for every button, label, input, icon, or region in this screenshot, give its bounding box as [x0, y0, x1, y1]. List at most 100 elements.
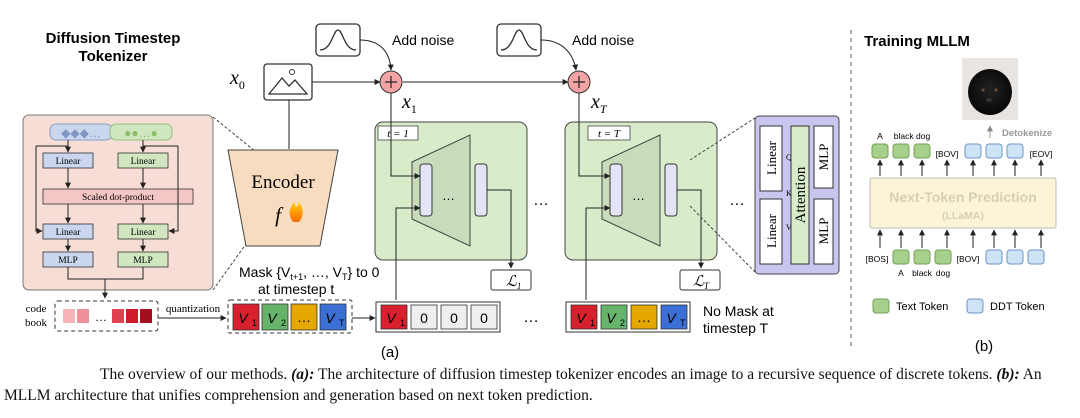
- ellipsis-glyph: …: [95, 310, 107, 324]
- ellipsis-glyph: …: [523, 309, 539, 326]
- mlp-label: MLP: [816, 144, 831, 171]
- caption-b-label: (b):: [996, 366, 1020, 383]
- unet-layer: [419, 163, 433, 217]
- llama-label: (LLaMA): [942, 210, 984, 222]
- svg-text:V: V: [576, 310, 587, 326]
- svg-text:2: 2: [620, 318, 625, 328]
- x0-label: x0: [229, 67, 245, 92]
- v-label: V: [786, 223, 792, 232]
- svg-text:V: V: [666, 310, 677, 326]
- attention-block: [790, 125, 810, 265]
- t1-label: t = 1: [387, 128, 408, 140]
- key-input-pill: [109, 123, 173, 141]
- unet-layer: [474, 163, 488, 217]
- caption-a-label: (a):: [291, 366, 315, 383]
- mllm-title: Training MLLM: [864, 33, 970, 50]
- top-token-arrows: [877, 159, 1044, 176]
- svg-text:2: 2: [281, 318, 286, 328]
- encoder-f: f: [275, 203, 284, 227]
- code-entry: [112, 309, 124, 323]
- svg-text:0: 0: [420, 310, 428, 326]
- panel-arrows: [35, 140, 179, 299]
- loss-1-label: ℒ1: [506, 274, 521, 291]
- zoom-line: [689, 205, 756, 273]
- top-label-a: A: [877, 131, 883, 141]
- ellipsis-glyph: …: [729, 192, 745, 209]
- code-entry: [77, 309, 89, 323]
- token-v1: [232, 303, 260, 331]
- x1-label: x1: [401, 91, 417, 116]
- label-a: (a): [381, 344, 399, 361]
- mask-note: Mask {Vt+1, …, VT} to 0 at timestep t: [239, 264, 380, 297]
- svg-text:T: T: [680, 318, 686, 328]
- dog-shape: [968, 69, 1012, 115]
- masked-token: [470, 304, 498, 330]
- svg-text:…: …: [637, 309, 651, 325]
- k-label: K: [786, 189, 792, 198]
- codebook-label: code: [26, 303, 47, 315]
- attention-label: Attention: [793, 166, 809, 223]
- mlp-label: MLP: [58, 256, 78, 266]
- q-label: Q: [786, 153, 792, 162]
- top-label-eov: [EOV]: [1030, 149, 1053, 159]
- label-b: (b): [975, 338, 993, 355]
- masked-token: [440, 304, 468, 330]
- svg-text:…: …: [297, 309, 311, 325]
- ellipsis-glyph: …: [632, 188, 645, 203]
- add-noise-label-2: Add noise: [572, 32, 634, 48]
- mlp-block: [813, 125, 834, 189]
- code-entry: [140, 309, 152, 323]
- figure-caption: The overview of our methods. (a): The ar…: [4, 364, 1076, 406]
- mlp-label: MLP: [816, 218, 831, 245]
- cond-into-block: [395, 205, 421, 300]
- unet-layer: [609, 163, 623, 217]
- token-ellipsis: [290, 303, 318, 331]
- codebook-label: book: [25, 317, 48, 329]
- block-out-arrow-T: [677, 189, 704, 269]
- xT-label: xT: [590, 91, 608, 116]
- bottom-label-black: black: [912, 268, 933, 278]
- bottom-label-dog: dog: [936, 268, 950, 278]
- no-mask-line-2: timestep T: [703, 320, 769, 336]
- top-tokens: [871, 143, 1024, 159]
- mlp-block: [813, 198, 834, 265]
- linear-q: [759, 125, 783, 192]
- diamond-icon: ◆◆◆…: [61, 126, 101, 140]
- add-noise-label: Add noise: [392, 32, 454, 48]
- tokenizer-title: Diffusion Timestep: [46, 30, 181, 47]
- unet-shape: [411, 134, 471, 247]
- caption-intro: The overview of our methods.: [100, 366, 288, 383]
- t1-badge: [377, 125, 419, 141]
- linear-v: [759, 198, 783, 265]
- mask-line-1: Mask {Vt+1, …, VT} to 0: [239, 264, 380, 282]
- token-v1: [570, 304, 598, 330]
- svg-text:V: V: [238, 310, 249, 326]
- legend-text-label: Text Token: [896, 301, 948, 313]
- encoder-trapezoid: [227, 149, 339, 247]
- token-v1: [380, 304, 408, 330]
- detokenize-label: Detokenize: [1002, 128, 1052, 139]
- mlp-label: MLP: [133, 256, 153, 266]
- svg-text:V: V: [267, 310, 278, 326]
- token-v2: [600, 304, 628, 330]
- svg-text:1: 1: [590, 318, 595, 328]
- bottom-tokens: [892, 249, 1045, 265]
- token-v2: [261, 303, 289, 331]
- gaussian-icon-2: [496, 23, 542, 57]
- token-vt: [660, 304, 688, 330]
- legend-ddt-swatch: [966, 298, 984, 314]
- token-seq-box: [227, 299, 353, 334]
- xT-into-block: [578, 93, 611, 179]
- legend-ddt-label: DDT Token: [990, 301, 1045, 313]
- fire-icon: [289, 202, 303, 222]
- code-entry: [126, 309, 138, 323]
- bottom-label-a: A: [898, 268, 904, 278]
- svg-text:V: V: [325, 310, 336, 326]
- linear-label: Linear: [131, 157, 157, 167]
- unet-layer: [664, 163, 678, 217]
- mountain-icon: [267, 76, 309, 95]
- loss-T-label: ℒT: [693, 274, 710, 291]
